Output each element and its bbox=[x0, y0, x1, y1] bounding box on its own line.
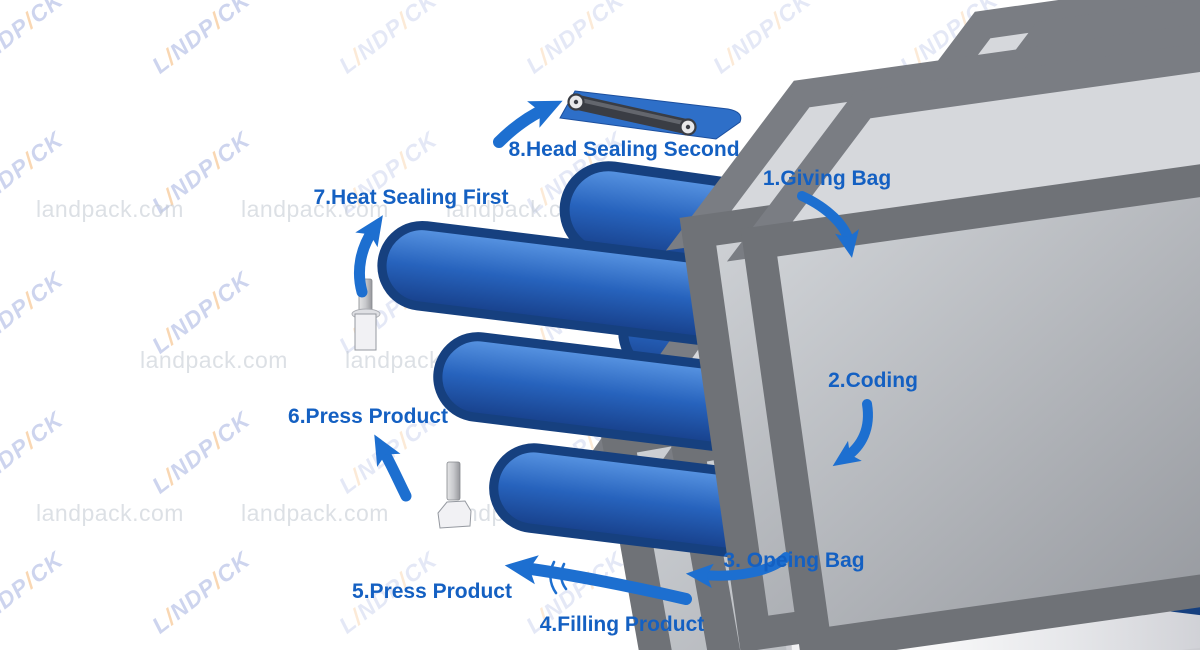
step-4-label: 4.Filling Product bbox=[539, 613, 705, 636]
step-3-label: 3. Opeing Bag bbox=[723, 549, 865, 572]
step-1-label: 1.Giving Bag bbox=[762, 167, 892, 190]
arrow-step1-to-step2 bbox=[797, 191, 859, 258]
arrow-step5-to-step6 bbox=[374, 434, 412, 502]
step-8-label: 8.Head Sealing Second bbox=[508, 138, 740, 161]
arrow-step7-to-step8 bbox=[493, 100, 563, 148]
step-2-label: 2.Coding bbox=[828, 369, 918, 392]
step-5-illustration bbox=[437, 363, 1200, 650]
step-5-label: 5.Press Product bbox=[352, 580, 512, 603]
conveyor-belt bbox=[567, 93, 697, 136]
arrow-step6-to-step7 bbox=[354, 215, 383, 298]
step-8-illustration bbox=[527, 0, 1200, 650]
step-7-label: 7.Heat Sealing First bbox=[313, 186, 509, 209]
arrow-step2-to-step3 bbox=[832, 399, 873, 467]
press-rod-icon bbox=[437, 461, 472, 529]
arrow-step3-to-step4 bbox=[685, 552, 791, 589]
arrow-step4-to-step5 bbox=[504, 555, 692, 605]
step-6-label: 6.Press Product bbox=[288, 405, 448, 428]
